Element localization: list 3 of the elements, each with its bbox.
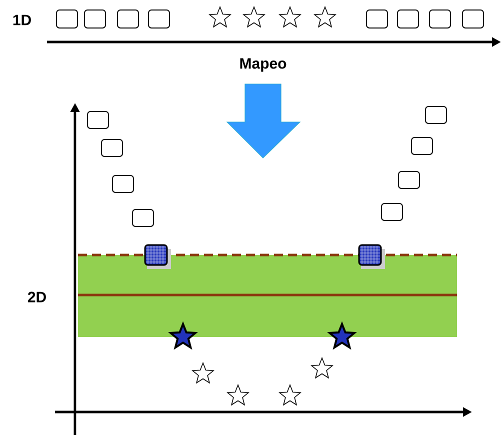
axis-label: Mapeo [240, 58, 286, 72]
axis-label: 2D [28, 292, 46, 302]
axis-label: 1D [13, 14, 31, 26]
